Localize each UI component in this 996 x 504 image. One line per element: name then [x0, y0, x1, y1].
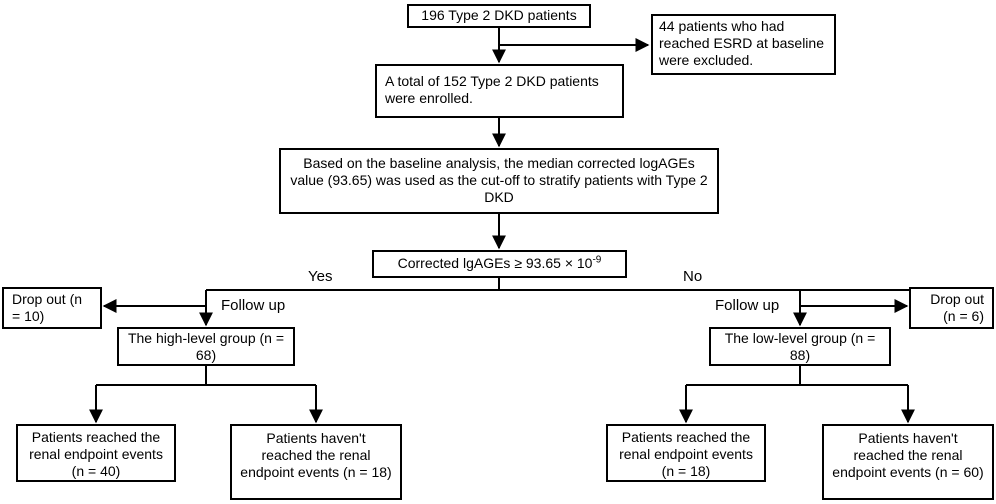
high-reached-text: Patients reached the renal endpoint even…: [29, 429, 163, 479]
high-not-reached-box: Patients haven't reached the renal endpo…: [230, 424, 402, 500]
low-reached-box: Patients reached the renal endpoint even…: [606, 424, 766, 482]
criterion-text: Corrected lgAGEs ≥ 93.65 × 10: [397, 255, 593, 271]
dropout-right-text: Drop out (n = 6): [930, 291, 984, 324]
cutoff-box: Based on the baseline analysis, the medi…: [279, 148, 719, 214]
high-group-box: The high-level group (n = 68): [117, 327, 295, 366]
total-patients-text: 196 Type 2 DKD patients: [421, 7, 577, 23]
high-reached-box: Patients reached the renal endpoint even…: [16, 424, 176, 482]
criterion-exponent: -9: [592, 254, 602, 266]
dropout-left-box: Drop out (n = 10): [2, 287, 102, 329]
low-reached-text: Patients reached the renal endpoint even…: [619, 429, 753, 479]
low-group-text: The low-level group (n = 88): [724, 330, 876, 363]
low-group-box: The low-level group (n = 88): [709, 327, 891, 366]
dropout-left-text: Drop out (n = 10): [12, 291, 83, 324]
yes-label: Yes: [308, 268, 333, 285]
criterion-box: Corrected lgAGEs ≥ 93.65 × 10-9: [372, 250, 627, 278]
enrolled-box: A total of 152 Type 2 DKD patients were …: [375, 64, 624, 118]
no-label: No: [683, 268, 703, 285]
high-not-reached-text: Patients haven't reached the renal endpo…: [240, 430, 392, 480]
excluded-box: 44 patients who had reached ESRD at base…: [651, 14, 836, 75]
high-group-text: The high-level group (n = 68): [127, 330, 285, 363]
follow-up-right-label: Follow up: [715, 297, 780, 314]
excluded-text: 44 patients who had reached ESRD at base…: [659, 18, 824, 68]
follow-up-left-label: Follow up: [221, 297, 286, 314]
enrolled-text: A total of 152 Type 2 DKD patients were …: [385, 73, 599, 106]
low-not-reached-box: Patients haven't reached the renal endpo…: [822, 424, 994, 500]
cutoff-text: Based on the baseline analysis, the medi…: [290, 155, 708, 205]
dropout-right-box: Drop out (n = 6): [909, 287, 994, 329]
low-not-reached-text: Patients haven't reached the renal endpo…: [832, 430, 984, 480]
total-patients-box: 196 Type 2 DKD patients: [407, 4, 591, 28]
